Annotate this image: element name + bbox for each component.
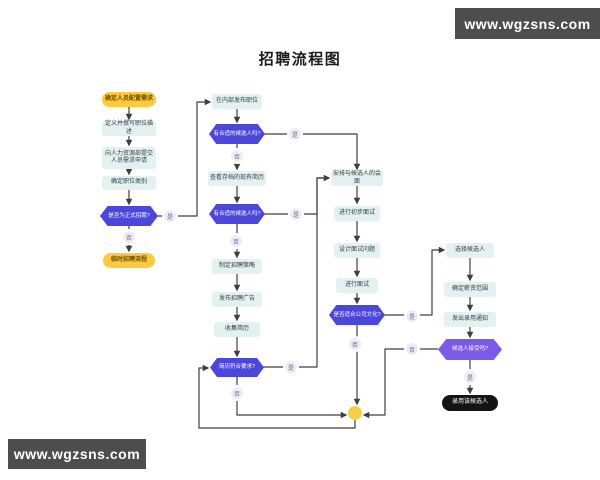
node-design-questions: 设计面试问题 — [334, 243, 380, 258]
node-post-job-ads: 发布招聘广告 — [212, 292, 262, 307]
decision-culture-fit: 是否适合公司文化? — [329, 305, 385, 325]
watermark-bottom-left: www.wgzsns.com — [8, 439, 146, 469]
branch-yes-candidates-1: 是 — [289, 128, 301, 140]
branch-no-culture-fit: 否 — [349, 338, 361, 350]
node-collect-resumes: 收集简历 — [214, 322, 260, 337]
branch-no-candidates-2: 否 — [230, 235, 242, 247]
node-position-category: 确定职位类别 — [102, 176, 156, 190]
node-hire-candidate: 录用该候选人 — [442, 395, 498, 411]
node-write-job-description: 定义并撰写职位描述 — [102, 121, 156, 136]
node-conduct-interview: 进行面试 — [336, 278, 378, 293]
node-start-staffing-needs: 确定人员配置需求 — [102, 92, 156, 107]
branch-no-candidates-1: 否 — [231, 150, 243, 162]
node-send-offer: 发出录用通知 — [444, 312, 496, 327]
branch-no-accept: 否 — [406, 343, 418, 355]
decision-resume-qualified: 简历符合要求? — [210, 358, 264, 377]
node-salary-range: 确定薪资范围 — [444, 282, 496, 297]
node-recruitment-strategy: 制定招聘策略 — [212, 259, 262, 274]
node-submit-hr-request: 向人力资源部提交 人员需求申请 — [102, 147, 156, 169]
node-post-internally: 在内部发布职位 — [212, 94, 262, 109]
decision-formal-hiring: 是否为正式招聘? — [100, 206, 158, 226]
node-preliminary-interview: 进行初步面试 — [334, 206, 380, 221]
branch-yes-accept: 是 — [464, 371, 476, 383]
branch-yes-resume: 是 — [285, 361, 297, 373]
decision-candidate-accepts: 候选人接受吗? — [438, 339, 502, 360]
node-review-archived-resumes: 查看存档的现有简历 — [208, 171, 266, 186]
branch-yes-candidates-2: 是 — [290, 208, 302, 220]
branch-no-resume: 否 — [231, 387, 243, 399]
node-select-candidate: 选择候选人 — [446, 243, 494, 258]
merge-dot — [348, 406, 362, 420]
decision-suitable-candidates-1: 有合适的候选人吗? — [209, 124, 265, 144]
page-title: 招聘流程图 — [258, 51, 342, 68]
branch-yes-formal: 是 — [164, 210, 176, 222]
decision-suitable-candidates-2: 有合适的候选人吗? — [209, 204, 265, 224]
watermark-top-right: www.wgzsns.com — [455, 8, 600, 39]
branch-yes-culture-fit: 是 — [406, 310, 418, 322]
node-temp-hiring-process: 临时招聘流程 — [103, 253, 155, 268]
node-arrange-meeting: 安排与候选人的会面 — [331, 171, 383, 186]
branch-no-formal: 否 — [123, 231, 135, 243]
